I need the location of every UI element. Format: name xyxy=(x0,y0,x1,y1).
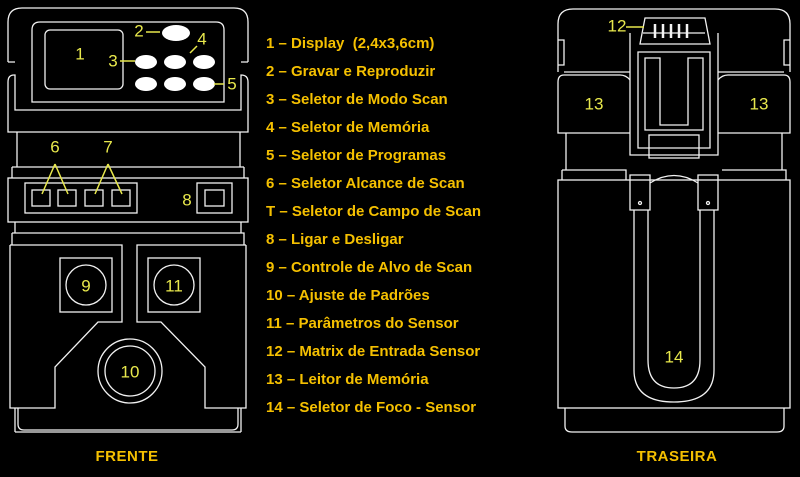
callout-9: 9 xyxy=(81,276,90,295)
callout-12: 12 xyxy=(608,16,627,35)
legend-item: 11 – Parâmetros do Sensor xyxy=(266,315,459,332)
field-switch-2[interactable] xyxy=(111,189,131,207)
back-device: 12 13 13 14 TRASEIRA xyxy=(557,8,791,465)
legend-list: 1 – Display (2,4x3,6cm) 2 – Gravar e Rep… xyxy=(266,34,481,426)
program-button-4[interactable] xyxy=(193,77,215,91)
front-lower-right xyxy=(136,244,247,432)
range-switch-1[interactable] xyxy=(31,189,51,207)
record-button[interactable] xyxy=(162,25,190,41)
legend-item: 1 – Display (2,4x3,6cm) xyxy=(266,35,435,52)
front-lower-left xyxy=(9,244,123,432)
callout-13-left: 13 xyxy=(585,94,604,113)
legend-item: 5 – Seletor de Programas xyxy=(266,147,447,164)
callout-6: 6 xyxy=(50,137,59,156)
legend-item: 12 – Matrix de Entrada Sensor xyxy=(266,343,481,360)
callout-7: 7 xyxy=(103,137,112,156)
program-button-3[interactable] xyxy=(164,77,186,91)
callout-4: 4 xyxy=(197,29,206,48)
legend-item: 2 – Gravar e Reproduzir xyxy=(266,63,436,80)
legend-item: 14 – Seletor de Foco - Sensor xyxy=(266,399,477,416)
front-top-cap xyxy=(7,7,249,62)
back-top-cap xyxy=(557,8,791,72)
focus-selector[interactable] xyxy=(633,210,715,403)
callout-5: 5 xyxy=(227,74,236,93)
program-button-2[interactable] xyxy=(135,77,157,91)
legend-item: 3 – Seletor de Modo Scan xyxy=(266,91,448,108)
legend-item: 8 – Ligar e Desligar xyxy=(266,231,404,248)
callout-3: 3 xyxy=(108,51,117,70)
legend-item: 10 – Ajuste de Padrões xyxy=(266,287,430,304)
front-title: FRENTE xyxy=(96,448,159,465)
field-switch-1[interactable] xyxy=(84,189,104,207)
callout-14: 14 xyxy=(665,347,684,366)
program-button-1[interactable] xyxy=(193,55,215,69)
callout-8: 8 xyxy=(182,190,191,209)
scan-target-dial[interactable] xyxy=(65,264,107,306)
back-title: TRASEIRA xyxy=(637,448,718,465)
legend-item: 4 – Seletor de Memória xyxy=(266,119,430,136)
memory-reader-left[interactable] xyxy=(557,74,631,134)
callout-10: 10 xyxy=(121,362,140,381)
sensor-param-dial[interactable] xyxy=(153,264,195,306)
legend-item: T – Seletor de Campo de Scan xyxy=(266,203,482,220)
switch-panel xyxy=(7,177,249,223)
callout-2: 2 xyxy=(134,21,143,40)
memory-reader-right[interactable] xyxy=(717,74,791,134)
scan-mode-button[interactable] xyxy=(135,55,157,69)
legend-item: 13 – Leitor de Memória xyxy=(266,371,429,388)
legend-item: 9 – Controle de Alvo de Scan xyxy=(266,259,473,276)
power-switch[interactable] xyxy=(204,189,225,207)
back-lower-body xyxy=(557,179,791,409)
callout-1: 1 xyxy=(75,44,84,63)
callout-11: 11 xyxy=(165,276,183,295)
front-top-panel xyxy=(31,21,225,103)
callout-13-right: 13 xyxy=(750,94,769,113)
front-device: 1 2 3 4 5 6 7 8 9 10 11 FRENTE xyxy=(7,7,249,465)
display-screen xyxy=(44,29,124,90)
legend-item: 6 – Seletor Alcance de Scan xyxy=(266,175,465,192)
sensor-matrix[interactable] xyxy=(639,17,711,45)
pattern-adjust-dial[interactable] xyxy=(104,345,156,397)
memory-button[interactable] xyxy=(164,55,186,69)
